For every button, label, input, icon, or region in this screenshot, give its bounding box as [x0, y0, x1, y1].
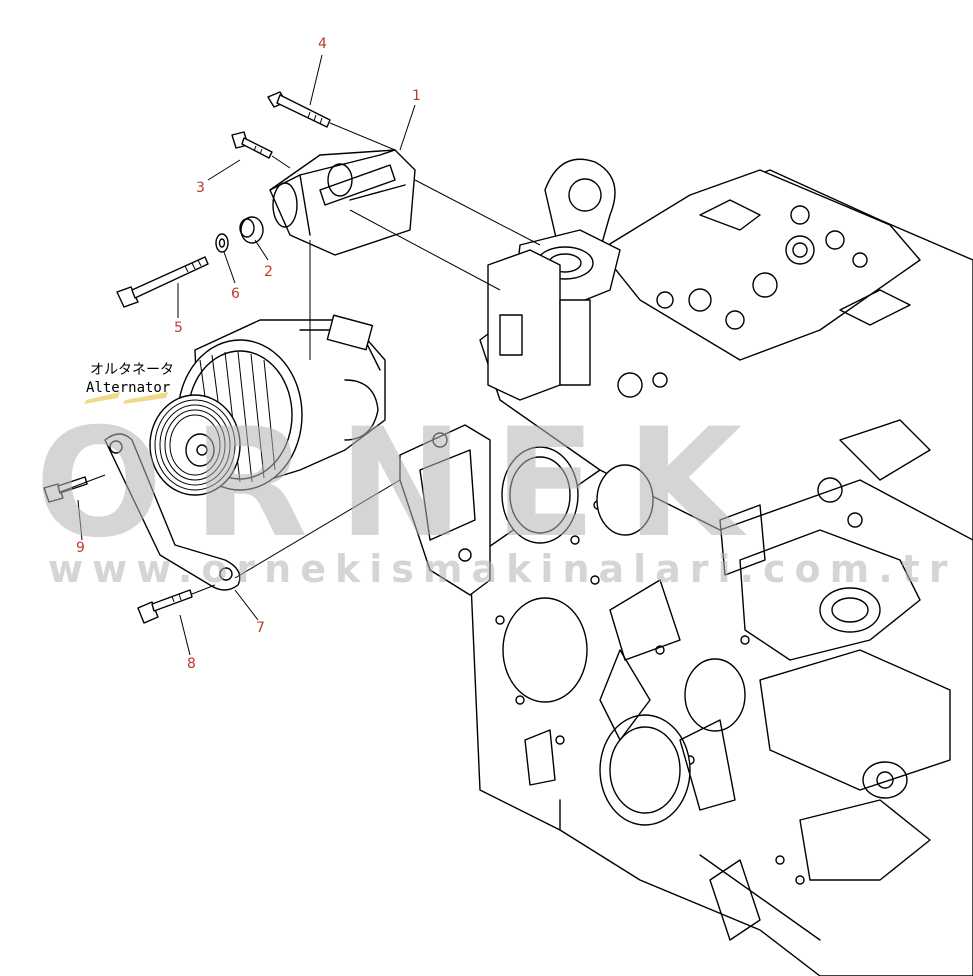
cylinder-head-ports	[656, 199, 911, 330]
bolt-part-8	[137, 589, 193, 624]
callout-6: 6	[231, 286, 240, 302]
alternator-annotation: オルタネータ Alternator	[84, 362, 174, 404]
annotation-japanese: オルタネータ	[90, 362, 174, 378]
callout-7: 7	[256, 620, 265, 636]
watermark: ORNEK www.ornekismakinalari.com.tr	[35, 397, 957, 591]
bolt-part-5	[116, 256, 209, 308]
mounting-plate	[399, 424, 491, 596]
alternator-bracket-part-1	[269, 149, 416, 256]
pulley	[149, 394, 241, 496]
bolt-part-4	[267, 91, 331, 128]
engine-block	[469, 158, 973, 976]
adjuster-stay-part-7	[104, 433, 241, 591]
assembly-lines	[59, 122, 541, 595]
collar-part-2	[239, 216, 264, 244]
washer-part-6	[215, 233, 229, 253]
callout-3: 3	[196, 180, 205, 196]
annotation-highlight	[84, 392, 168, 404]
callout-1: 1	[412, 88, 421, 104]
callout-labels: 4 1 3 2 6 5 9 7 8	[76, 36, 421, 672]
callout-5: 5	[174, 320, 183, 336]
watermark-brand: ORNEK	[35, 397, 772, 571]
callout-9: 9	[76, 540, 85, 556]
watermark-url: www.ornekismakinalari.com.tr	[48, 547, 957, 591]
annotation-english: Alternator	[86, 380, 170, 396]
callout-4: 4	[318, 36, 327, 52]
callout-2: 2	[264, 264, 273, 280]
alternator	[149, 314, 386, 496]
lifting-eye	[544, 158, 616, 256]
bolt-part-9	[43, 476, 88, 503]
callout-8: 8	[187, 656, 196, 672]
leader-lines	[77, 54, 416, 656]
block-bolt-holes	[495, 372, 863, 885]
bolt-part-3	[231, 131, 273, 159]
